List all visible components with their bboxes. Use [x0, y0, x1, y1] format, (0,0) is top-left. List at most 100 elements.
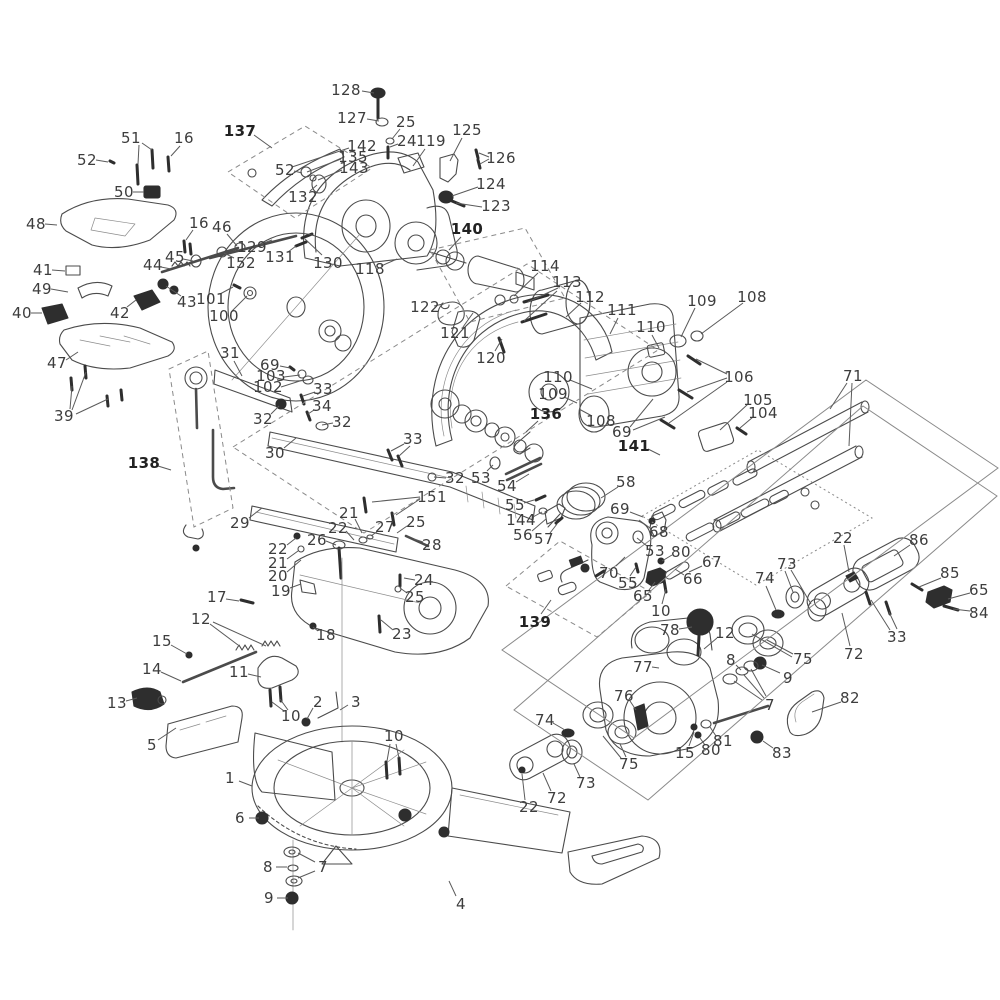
leader-line-49 [50, 288, 69, 293]
part-label-15-104: 15 [152, 632, 172, 650]
leader-line-65 [648, 581, 656, 591]
leader-line-55 [629, 566, 637, 577]
leader-line-16 [170, 145, 181, 157]
part-label-58-57: 58 [616, 473, 636, 491]
part-label-144-71: 144 [506, 511, 536, 529]
part-label-70-64: 70 [599, 564, 619, 582]
part-label-21-94: 21 [339, 504, 359, 522]
leader-line-68 [638, 519, 651, 529]
leader-line-12 [209, 623, 239, 646]
fence-hardware-drawing [213, 365, 329, 431]
leader-line-121 [462, 312, 474, 328]
part-label-44-27: 44 [143, 256, 163, 274]
leader-line-25 [391, 128, 401, 140]
leader-line-70 [615, 556, 626, 567]
part-label-22-88: 22 [268, 540, 288, 558]
group-box-group-right-outer [501, 379, 999, 739]
leader-line-27 [370, 530, 379, 537]
part-label-10-112: 10 [384, 727, 404, 745]
part-label-100-31: 100 [209, 307, 239, 325]
leader-line-75 [766, 639, 794, 655]
leader-line-10 [386, 743, 391, 762]
part-label-15-132: 15 [675, 744, 695, 762]
part-label-121-42: 121 [440, 324, 470, 342]
part-label-129-33: 129 [237, 238, 267, 256]
part-label-75-127: 75 [793, 650, 813, 668]
part-label-29-87: 29 [230, 514, 250, 532]
leader-line-67 [688, 565, 703, 573]
part-label-40-25: 40 [12, 304, 32, 322]
group-box-139 [505, 540, 652, 638]
leader-line-52 [95, 159, 109, 163]
pivot-casting-drawing [547, 482, 690, 594]
part-label-25-2: 25 [396, 113, 416, 131]
part-label-72-128: 72 [844, 645, 864, 663]
part-label-11-106: 11 [229, 663, 249, 681]
part-label-135-12: 135 [338, 148, 368, 166]
left-bottom-parts-drawing [131, 598, 299, 759]
leader-line-75 [602, 735, 622, 759]
part-label-83-133: 83 [772, 744, 792, 762]
part-label-32-75: 32 [445, 469, 465, 487]
leader-line-109 [680, 307, 696, 338]
part-label-69-56: 69 [612, 423, 632, 441]
leader-line-42 [126, 299, 137, 308]
leader-line-106 [668, 381, 728, 424]
part-label-43-28: 43 [177, 293, 197, 311]
leader-line-72 [841, 612, 851, 647]
leader-line-140 [448, 236, 462, 251]
part-label-7-135: 7 [765, 696, 775, 714]
leader-line-24 [389, 143, 399, 148]
leader-line-126 [479, 158, 490, 165]
leader-line-151 [371, 496, 421, 503]
slide-rails-drawing [712, 400, 870, 533]
part-label-112-39: 112 [575, 288, 605, 306]
leader-line-13 [125, 697, 138, 702]
part-label-33-83: 33 [313, 380, 333, 398]
leader-line-110 [651, 334, 660, 349]
leader-line-81 [709, 726, 717, 737]
part-label-69-80: 69 [260, 356, 280, 374]
part-label-26-92: 26 [307, 531, 327, 549]
part-label-72-138: 72 [547, 789, 567, 807]
leader-line-135 [306, 158, 342, 173]
leader-line-34 [307, 409, 315, 415]
leader-line-112 [565, 302, 582, 318]
leader-line-41 [51, 269, 66, 272]
leader-line-24 [403, 577, 416, 581]
part-label-28-97: 28 [422, 536, 442, 554]
leader-line-53 [486, 464, 494, 472]
leader-line-74 [765, 585, 777, 611]
part-label-54-69: 54 [497, 477, 517, 495]
leader-line-32 [270, 405, 280, 415]
leader-line-58 [600, 486, 619, 499]
fence-drawing [249, 431, 536, 553]
leader-line-110 [569, 379, 593, 390]
leader-line-73 [790, 569, 812, 605]
base-hardware-drawing [255, 685, 450, 931]
leader-line-19 [289, 583, 302, 589]
leader-line-108 [578, 408, 593, 417]
leader-line-48 [44, 223, 58, 226]
part-label-69-58: 69 [610, 500, 630, 518]
part-label-10-109: 10 [281, 707, 301, 725]
leader-line-111 [609, 317, 619, 335]
part-label-16-21: 16 [189, 214, 209, 232]
part-label-25-99: 25 [405, 588, 425, 606]
leader-line-126 [478, 152, 490, 158]
part-label-55-65: 55 [618, 574, 638, 592]
part-label-80-131: 80 [701, 741, 721, 759]
leader-line-51 [141, 142, 153, 151]
part-label-23-100: 23 [392, 625, 412, 643]
leader-line-7 [297, 870, 316, 879]
leader-line-39 [69, 385, 73, 410]
leader-line-66 [674, 568, 685, 576]
leader-line-18 [312, 626, 319, 632]
leader-line-131 [287, 245, 297, 253]
part-label-24-98: 24 [414, 571, 434, 589]
part-label-108-46: 108 [586, 412, 616, 430]
leader-line-15 [170, 644, 188, 655]
leader-line-57 [549, 523, 558, 534]
leader-line-2 [306, 707, 314, 720]
